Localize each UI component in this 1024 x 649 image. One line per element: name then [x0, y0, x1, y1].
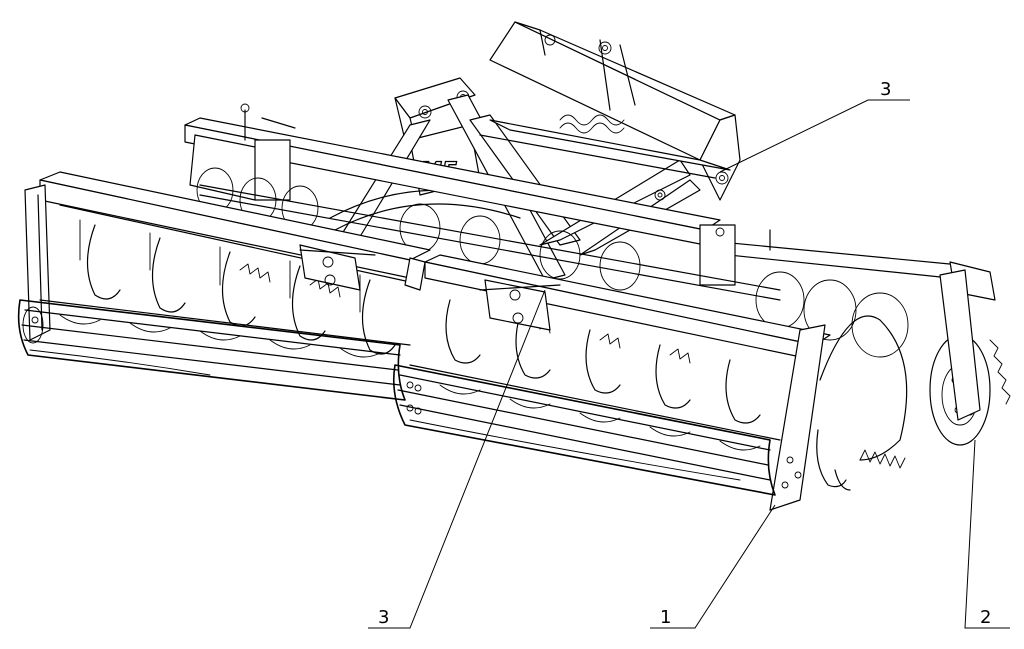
leader-part-2 — [964, 439, 1010, 629]
callout-leaders — [368, 99, 1010, 629]
roller-cage-right — [392, 364, 781, 496]
front-frame-right — [404, 254, 831, 511]
rear-frame — [184, 103, 996, 301]
callout-label-lower-3: 3 — [378, 607, 389, 628]
end-disc-assembly — [816, 269, 1011, 491]
callout-label-upper-3: 3 — [880, 79, 891, 100]
front-frame-left — [24, 171, 431, 355]
leader-lower-3 — [368, 289, 546, 629]
roller-cage-left — [17, 299, 411, 401]
leader-part-1 — [650, 504, 776, 629]
callout-label-part-2: 2 — [980, 607, 991, 628]
callout-label-part-1: 1 — [660, 607, 671, 628]
callout-labels: 3 3 1 2 — [378, 79, 991, 628]
leader-upper-3 — [719, 99, 910, 173]
